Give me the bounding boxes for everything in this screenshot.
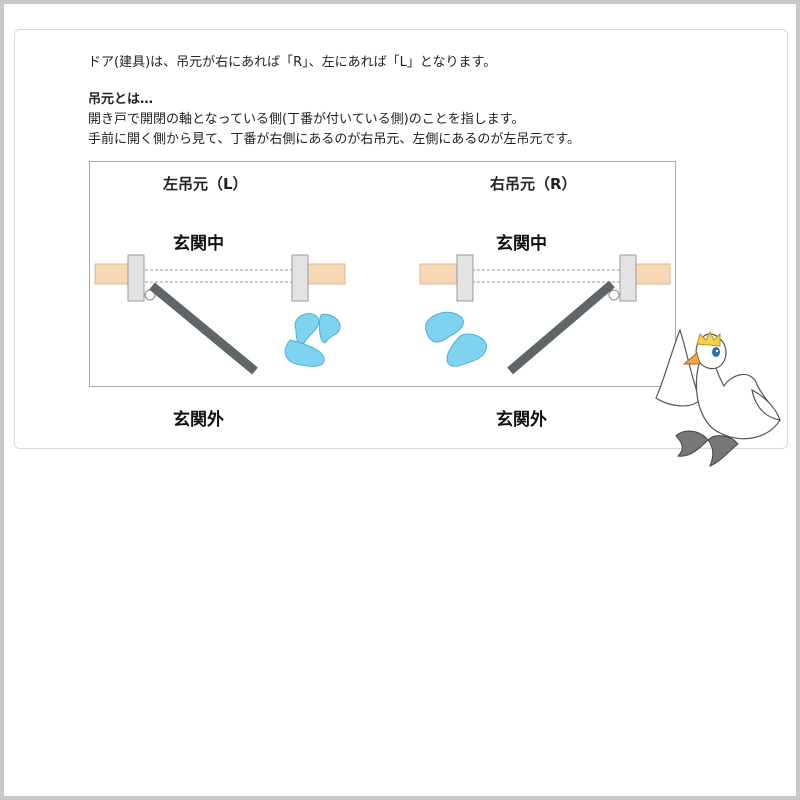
left-hinge-title: 左吊元（L）	[163, 175, 248, 193]
right-footprints-icon	[425, 311, 487, 367]
right-wall-segment-b	[633, 263, 671, 285]
right-hinge-title: 右吊元（R）	[490, 175, 577, 193]
left-footprints-icon	[284, 313, 341, 367]
right-wall-segment-a	[419, 263, 461, 285]
right-inside-label: 玄関中	[496, 234, 547, 254]
definition-line-2: 手前に開く側から見て、丁番が右側にあるのが右吊元、左側にあるのが左吊元です。	[88, 132, 581, 147]
left-wall-segment-b	[304, 263, 346, 285]
right-door-frame-hinge-side	[619, 254, 637, 302]
right-hinge-icon	[608, 289, 620, 301]
definition-line-1: 開き戸で開閉の軸となっている側(丁番が付いている側)のことを指します。	[88, 112, 525, 127]
left-wall-segment-a	[94, 263, 133, 285]
right-door-assembly	[419, 254, 671, 375]
right-door-leaf	[507, 280, 615, 375]
left-door-frame-hinge-side	[127, 254, 145, 302]
definition-title: 吊元とは…	[88, 92, 154, 107]
right-door-frame-latch-side	[456, 254, 474, 302]
door-diagram-box	[89, 161, 676, 387]
left-door-frame-latch-side	[291, 254, 309, 302]
left-door-assembly	[94, 254, 346, 375]
left-inside-label: 玄関中	[173, 234, 224, 254]
swan-mascot-icon	[655, 328, 781, 467]
left-door-leaf	[149, 282, 258, 375]
right-outside-label: 玄関外	[496, 410, 547, 430]
intro-text: ドア(建具)は、吊元が右にあれば「R」、左にあれば「L」となります。	[88, 55, 497, 70]
left-outside-label: 玄関外	[173, 410, 224, 430]
